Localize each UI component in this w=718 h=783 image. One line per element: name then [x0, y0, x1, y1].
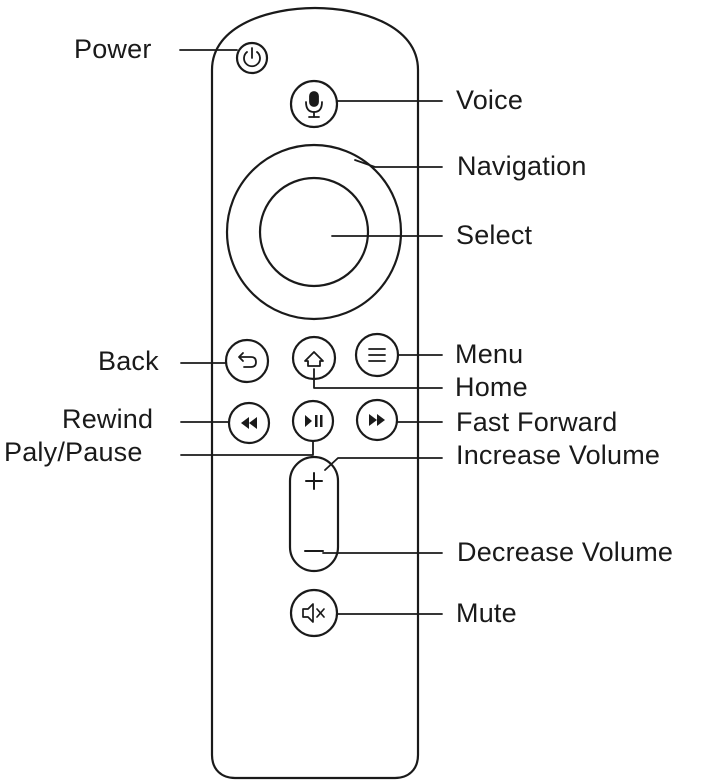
label-fast-forward: Fast Forward — [456, 407, 618, 437]
remote-body — [210, 6, 420, 780]
power-icon — [243, 47, 261, 68]
label-select: Select — [456, 220, 533, 250]
home-leader — [313, 368, 443, 389]
label-rewind: Rewind — [62, 404, 154, 434]
microphone-icon — [305, 91, 323, 118]
label-menu: Menu — [455, 339, 524, 369]
label-decrease-volume: Decrease Volume — [457, 537, 674, 567]
play-pause-leader — [180, 440, 314, 456]
label-play-pause: Paly/Pause — [4, 437, 143, 467]
rewind-icon — [241, 417, 257, 429]
fast-forward-button[interactable] — [355, 398, 399, 442]
label-increase-volume: Increase Volume — [456, 440, 661, 470]
fast-forward-icon — [369, 414, 385, 426]
label-mute: Mute — [456, 598, 517, 628]
navigation-ring[interactable] — [225, 143, 403, 321]
voice-button[interactable] — [289, 79, 339, 129]
label-back: Back — [98, 346, 159, 376]
plus-icon — [305, 472, 323, 490]
label-navigation: Navigation — [457, 151, 587, 181]
mute-icon — [302, 603, 325, 623]
back-button[interactable] — [224, 338, 270, 384]
power-button[interactable] — [235, 41, 269, 75]
play-pause-button[interactable] — [291, 399, 335, 443]
menu-icon — [368, 348, 386, 362]
select-button[interactable] — [258, 176, 370, 288]
play-pause-icon — [305, 415, 323, 427]
label-voice: Voice — [456, 85, 524, 115]
increase-volume-leader — [324, 457, 443, 471]
navigation-leader — [354, 159, 443, 168]
volume-rocker[interactable] — [288, 455, 340, 573]
leader-lines — [179, 49, 443, 615]
label-power: Power — [74, 34, 152, 64]
back-arrow-icon — [238, 352, 257, 368]
mute-button[interactable] — [289, 588, 339, 638]
label-home: Home — [455, 372, 528, 402]
home-icon — [304, 351, 324, 367]
menu-button[interactable] — [354, 332, 400, 378]
rewind-button[interactable] — [227, 401, 271, 445]
